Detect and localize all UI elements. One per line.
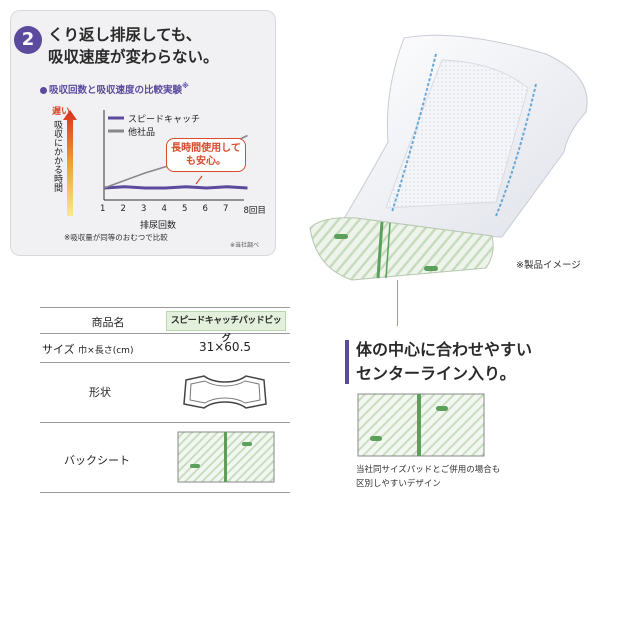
product-name-value: スピードキャッチパッドビッグ xyxy=(166,311,286,344)
bullet-dot-icon xyxy=(40,87,47,94)
x-tick-label: 2 xyxy=(120,204,126,214)
center-line-heading: 体の中心に合わせやすい センターライン入り。 xyxy=(356,338,532,386)
center-line-heading-line2: センターライン入り。 xyxy=(356,364,516,383)
x-tick-label: 5 xyxy=(182,204,188,214)
x-tick-label: 1 xyxy=(100,204,106,214)
combined-use-note-line1: 当社同サイズパッドとご併用の場合も xyxy=(356,465,501,475)
experiment-subheading: 吸収回数と吸収速度の比較実験※ xyxy=(40,82,189,96)
x-tick-label: 6 xyxy=(202,204,208,214)
size-label: サイズ 巾×長さ(cm) xyxy=(42,341,162,357)
table-rule-top xyxy=(40,307,290,308)
legend-other: 他社品 xyxy=(128,128,156,138)
product-name-header: 商品名 xyxy=(91,316,125,329)
table-rule xyxy=(40,333,290,334)
long-use-callout: 長時間使用しても安心。 xyxy=(166,138,246,172)
table-rule xyxy=(40,362,290,363)
x-tick-label: 4 xyxy=(161,204,167,214)
series-line-speedcatch xyxy=(103,185,248,190)
slow-arrow xyxy=(63,110,77,216)
center-line-pointer xyxy=(397,280,398,326)
backsheet-label: バックシート xyxy=(64,454,130,467)
panel-heading: くり返し排尿しても、 吸収速度が変わらない。 xyxy=(48,24,219,68)
image-note: ※製品イメージ xyxy=(516,260,581,271)
legend-speedcatch: スピードキャッチ xyxy=(128,115,201,125)
size-label-text: サイズ xyxy=(42,343,75,356)
panel-heading-line2: 吸収速度が変わらない。 xyxy=(48,48,219,66)
source-note: ※当社調べ xyxy=(230,242,260,249)
backsheet-pattern-image xyxy=(177,431,275,483)
comparison-panel xyxy=(10,10,276,256)
size-value: 31×60.5 xyxy=(198,340,252,354)
size-unit: 巾×長さ(cm) xyxy=(78,346,134,356)
combined-use-note: 当社同サイズパッドとご併用の場合も 区別しやすいデザイン xyxy=(356,463,500,491)
x-tick-label: 3 xyxy=(141,204,147,214)
center-line-pattern-image xyxy=(357,393,485,457)
y-slow-label: 遅い xyxy=(52,107,71,117)
subheading-mark: ※ xyxy=(182,82,189,90)
table-rule xyxy=(40,422,290,423)
center-line-heading-line1: 体の中心に合わせやすい xyxy=(356,340,533,359)
combined-use-note-line2: 区別しやすいデザイン xyxy=(356,479,441,489)
heading-accent-bar xyxy=(345,340,349,384)
table-rule-bottom xyxy=(40,492,290,493)
pad-shape-icon xyxy=(183,375,267,409)
x-tick-label: 7 xyxy=(223,204,229,214)
comparison-footnote: ※吸収量が同等のおむつで比較 xyxy=(64,233,168,242)
panel-heading-line1: くり返し排尿しても、 xyxy=(48,26,202,44)
x-tick-label: 8回目 xyxy=(243,206,266,216)
shape-label: 形状 xyxy=(89,386,111,399)
step-number-badge: 2 xyxy=(14,26,42,54)
callout-pointer xyxy=(195,175,203,185)
subheading-text: 吸収回数と吸収速度の比較実験 xyxy=(49,85,183,96)
x-axis-label: 排尿回数 xyxy=(140,221,177,231)
product-pad-image xyxy=(309,34,588,281)
y-axis-label: 吸収にかかる時間 xyxy=(52,120,62,192)
